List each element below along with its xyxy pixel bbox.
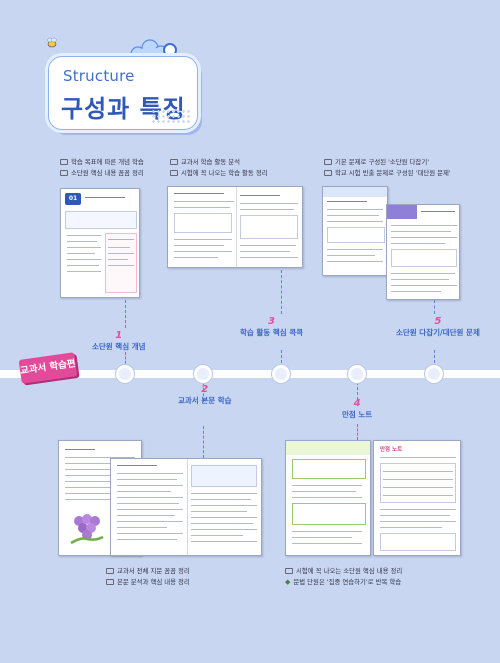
checkbox-icon	[324, 169, 332, 176]
connector-line	[357, 382, 358, 400]
timeline-node-1	[116, 365, 134, 383]
section-tag: 교과서 학습편	[18, 352, 78, 384]
grape-illustration-icon	[70, 514, 104, 545]
step-1-label: 1 소단원 핵심 개념	[92, 330, 146, 352]
caption-line: 학습 목표에 따른 개념 학습	[71, 158, 144, 166]
caption-line: 소단원 핵심 내용 꼼꼼 정리	[71, 169, 144, 177]
connector-line	[125, 300, 126, 328]
title-dots-decoration	[151, 109, 191, 123]
checkbox-icon	[285, 567, 293, 574]
caption-line: 문법 단원은 '집중 연습하기'로 반복 학습	[293, 578, 402, 586]
connector-line	[281, 350, 282, 368]
timeline-node-2	[194, 365, 212, 383]
connector-line	[281, 270, 282, 314]
step-2-label: 2 교과서 본문 학습	[178, 384, 232, 406]
caption-line: 교과서 학습 활동 분석	[181, 158, 241, 166]
caption-group-2: 교과서 전체 지문 꼼꼼 정리 본문 분석과 핵심 내용 정리	[106, 566, 190, 588]
checkbox-icon	[106, 578, 114, 585]
step-number: 4	[353, 398, 361, 409]
step-4-label: 4 만점 노트	[342, 398, 372, 420]
caption-line: 시험에 꼭 나오는 소단원 핵심 내용 정리	[296, 567, 403, 575]
checkbox-icon	[106, 567, 114, 574]
timeline-node-3	[272, 365, 290, 383]
caption-group-5: 기본 문제로 구성된 '소단원 다잡기' 학교 시험 빈출 문제로 구성된 '대…	[324, 157, 451, 179]
title-card: Structure 구성과 특징	[48, 56, 198, 130]
checkbox-icon	[324, 158, 332, 165]
connector-line	[434, 300, 435, 314]
connector-line	[203, 426, 204, 458]
page-thumbnail-note-left	[285, 440, 371, 556]
step-3-label: 3 학습 활동 핵심 콕콕	[240, 316, 303, 338]
connector-line	[434, 350, 435, 368]
title-english: Structure	[63, 67, 135, 85]
connector-line	[203, 382, 204, 402]
step-label-text: 만점 노트	[342, 410, 373, 419]
timeline-node-4	[348, 365, 366, 383]
page-thumbnail-unit-review	[322, 186, 388, 276]
timeline-node-5	[425, 365, 443, 383]
checkbox-icon	[170, 169, 178, 176]
step-label-text: 소단원 핵심 개념	[92, 342, 146, 351]
step-label-text: 소단원 다잡기/대단원 문제	[396, 328, 480, 337]
timeline-track	[0, 370, 500, 378]
caption-group-4: 시험에 꼭 나오는 소단원 핵심 내용 정리 ◆문법 단원은 '집중 연습하기'…	[285, 566, 402, 588]
checkbox-icon	[60, 169, 68, 176]
caption-line: 교과서 전체 지문 꼼꼼 정리	[117, 567, 190, 575]
step-number: 1	[115, 330, 123, 341]
diamond-icon: ◆	[285, 578, 291, 586]
connector-line	[357, 424, 358, 440]
step-label-text: 교과서 본문 학습	[178, 396, 232, 405]
page-thumbnail-text-spread	[110, 458, 262, 556]
caption-group-1: 학습 목표에 따른 개념 학습 소단원 핵심 내용 꼼꼼 정리	[60, 157, 144, 179]
connector-line	[125, 352, 126, 368]
page-thumbnail-concept: 01	[60, 188, 140, 298]
caption-line: 학교 시험 빈출 문제로 구성된 '대단원 문제'	[335, 169, 451, 177]
caption-group-3: 교과서 학습 활동 분석 시험에 꼭 나오는 학습 활동 정리	[170, 157, 268, 179]
checkbox-icon	[170, 158, 178, 165]
step-label-text: 학습 활동 핵심 콕콕	[240, 328, 304, 337]
step-5-label: 5 소단원 다잡기/대단원 문제	[396, 316, 480, 338]
page-thumbnail-note-right: 만점 노트	[373, 440, 461, 556]
bee-icon	[47, 37, 57, 48]
page-thumbnail-activity	[167, 186, 303, 268]
step-number: 2	[201, 384, 209, 395]
step-number: 5	[434, 316, 442, 327]
chapter-badge: 01	[65, 193, 81, 205]
caption-line: 시험에 꼭 나오는 학습 활동 정리	[181, 169, 268, 177]
caption-line: 기본 문제로 구성된 '소단원 다잡기'	[335, 158, 429, 166]
caption-line: 본문 분석과 핵심 내용 정리	[117, 578, 190, 586]
page-thumbnail-chapter-test	[386, 204, 460, 300]
checkbox-icon	[60, 158, 68, 165]
step-number: 3	[268, 316, 275, 327]
note-title: 만점 노트	[380, 447, 403, 453]
